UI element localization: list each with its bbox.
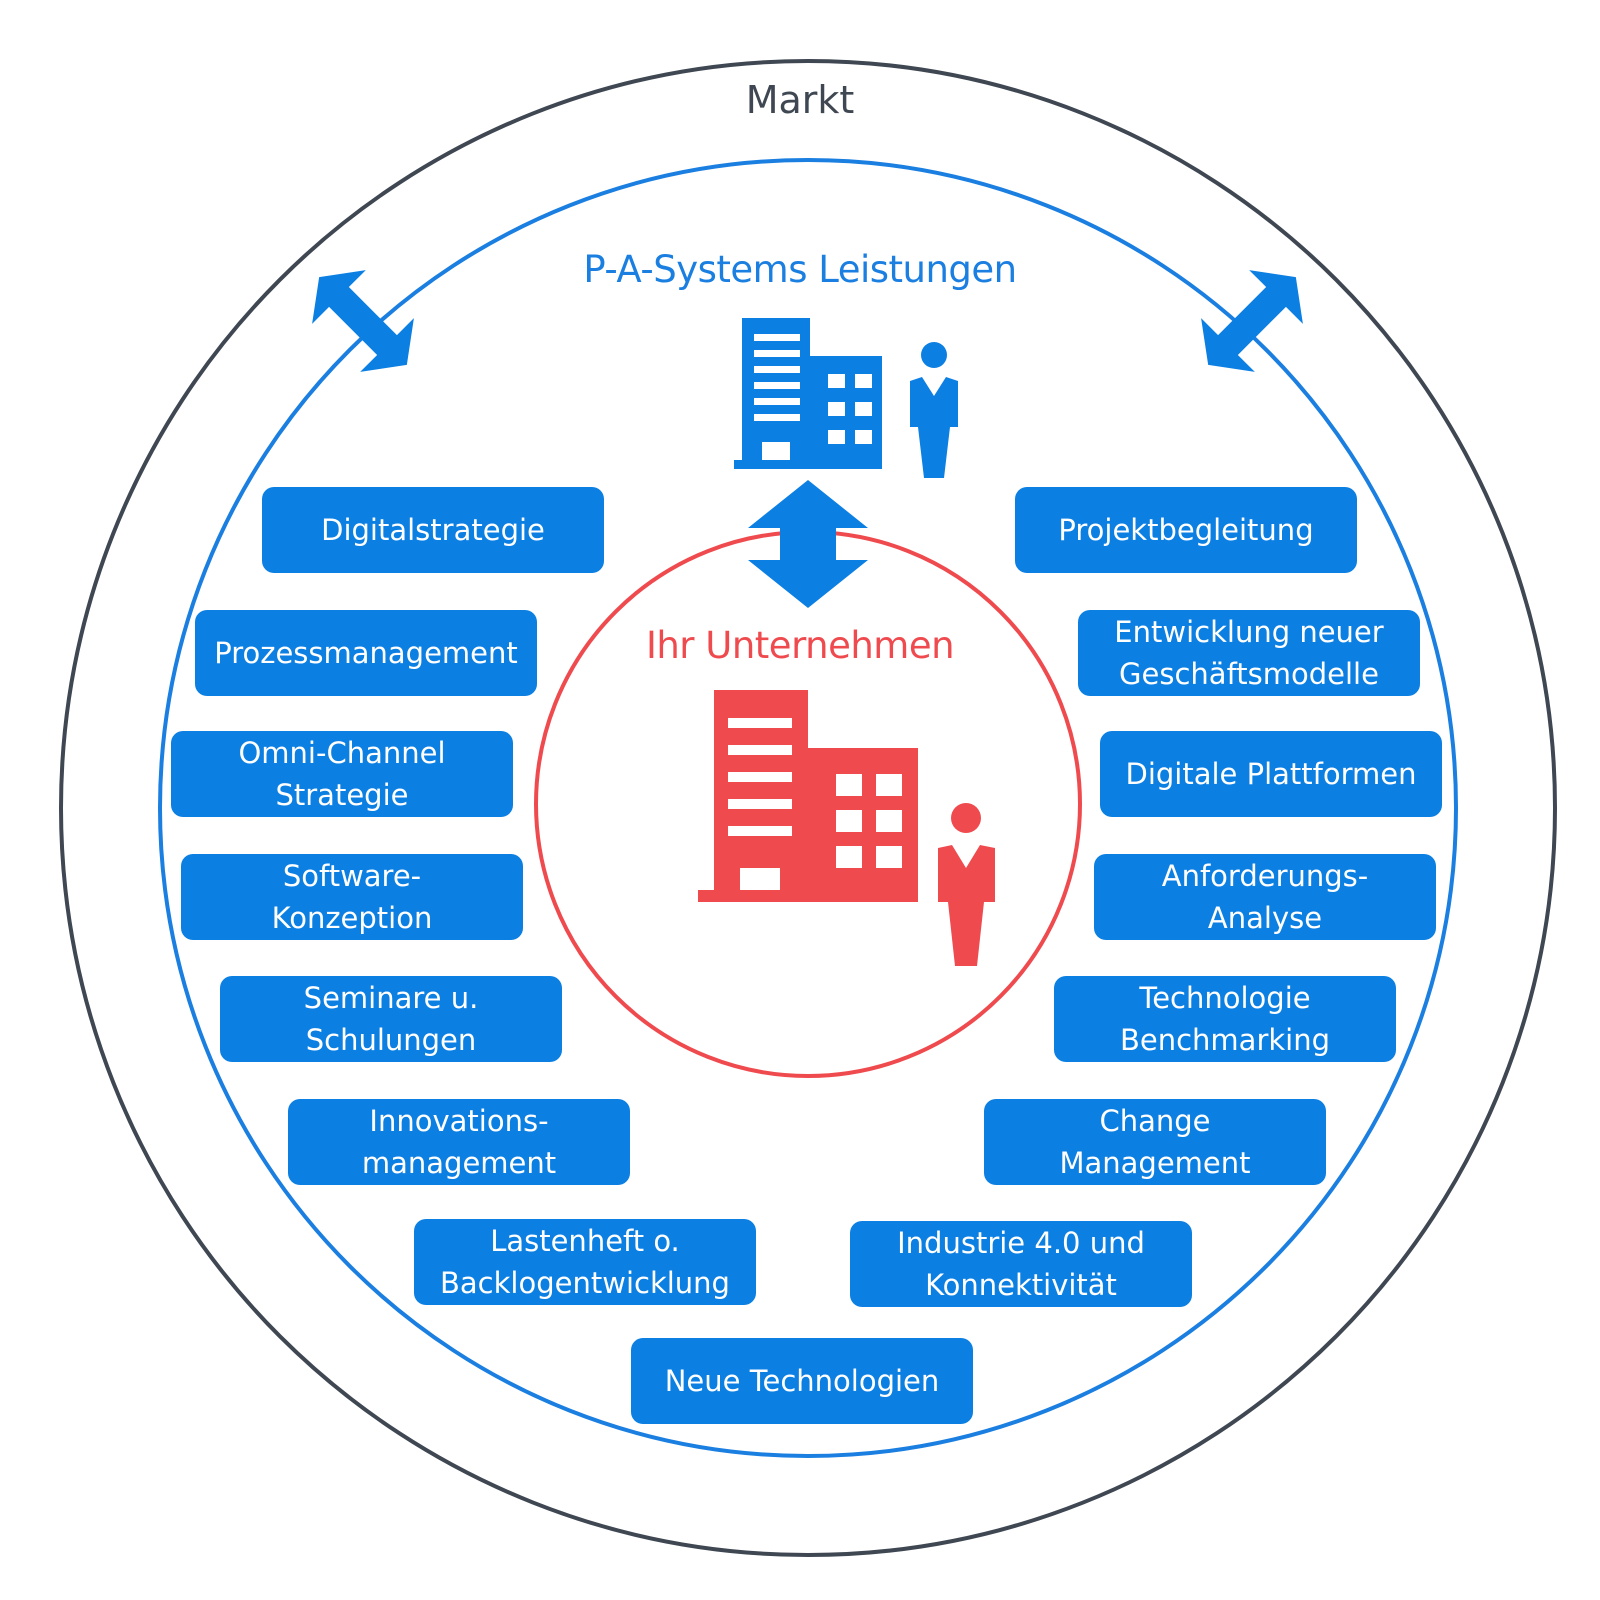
double-arrow-icon (748, 480, 868, 608)
service-lastenheft: Lastenheft o. Backlogentwicklung (414, 1219, 756, 1305)
service-digitale-plattformen: Digitale Plattformen (1100, 731, 1442, 817)
provider-title: P-A-Systems Leistungen (583, 248, 1017, 291)
service-seminare: Seminare u. Schulungen (220, 976, 562, 1062)
market-label: Markt (745, 78, 855, 122)
service-technologie-benchmarking: Technologie Benchmarking (1054, 976, 1396, 1062)
service-neue-technologien: Neue Technologien (631, 1338, 973, 1424)
person-icon (910, 342, 958, 478)
service-change-management: Change Management (984, 1099, 1326, 1185)
service-industrie: Industrie 4.0 und Konnektivität (850, 1221, 1192, 1307)
service-omni-channel: Omni-Channel Strategie (171, 731, 513, 817)
service-projektbegleitung: Projektbegleitung (1015, 487, 1357, 573)
service-anforderungsanalyse: Anforderungs- Analyse (1094, 854, 1436, 940)
service-prozessmanagement: Prozessmanagement (195, 610, 537, 696)
double-arrow-icon (312, 270, 414, 372)
double-arrow-icon (1201, 270, 1303, 372)
service-geschaeftsmodelle: Entwicklung neuer Geschäftsmodelle (1078, 610, 1420, 696)
company-title: Ihr Unternehmen (645, 624, 955, 667)
market-circle (59, 59, 1557, 1557)
services-circle (158, 158, 1458, 1458)
service-digitalstrategie: Digitalstrategie (262, 487, 604, 573)
person-icon (938, 803, 995, 966)
service-software-konzeption: Software- Konzeption (181, 854, 523, 940)
building-icon (734, 318, 882, 469)
building-icon (698, 690, 918, 902)
service-innovationsmanagement: Innovations- management (288, 1099, 630, 1185)
